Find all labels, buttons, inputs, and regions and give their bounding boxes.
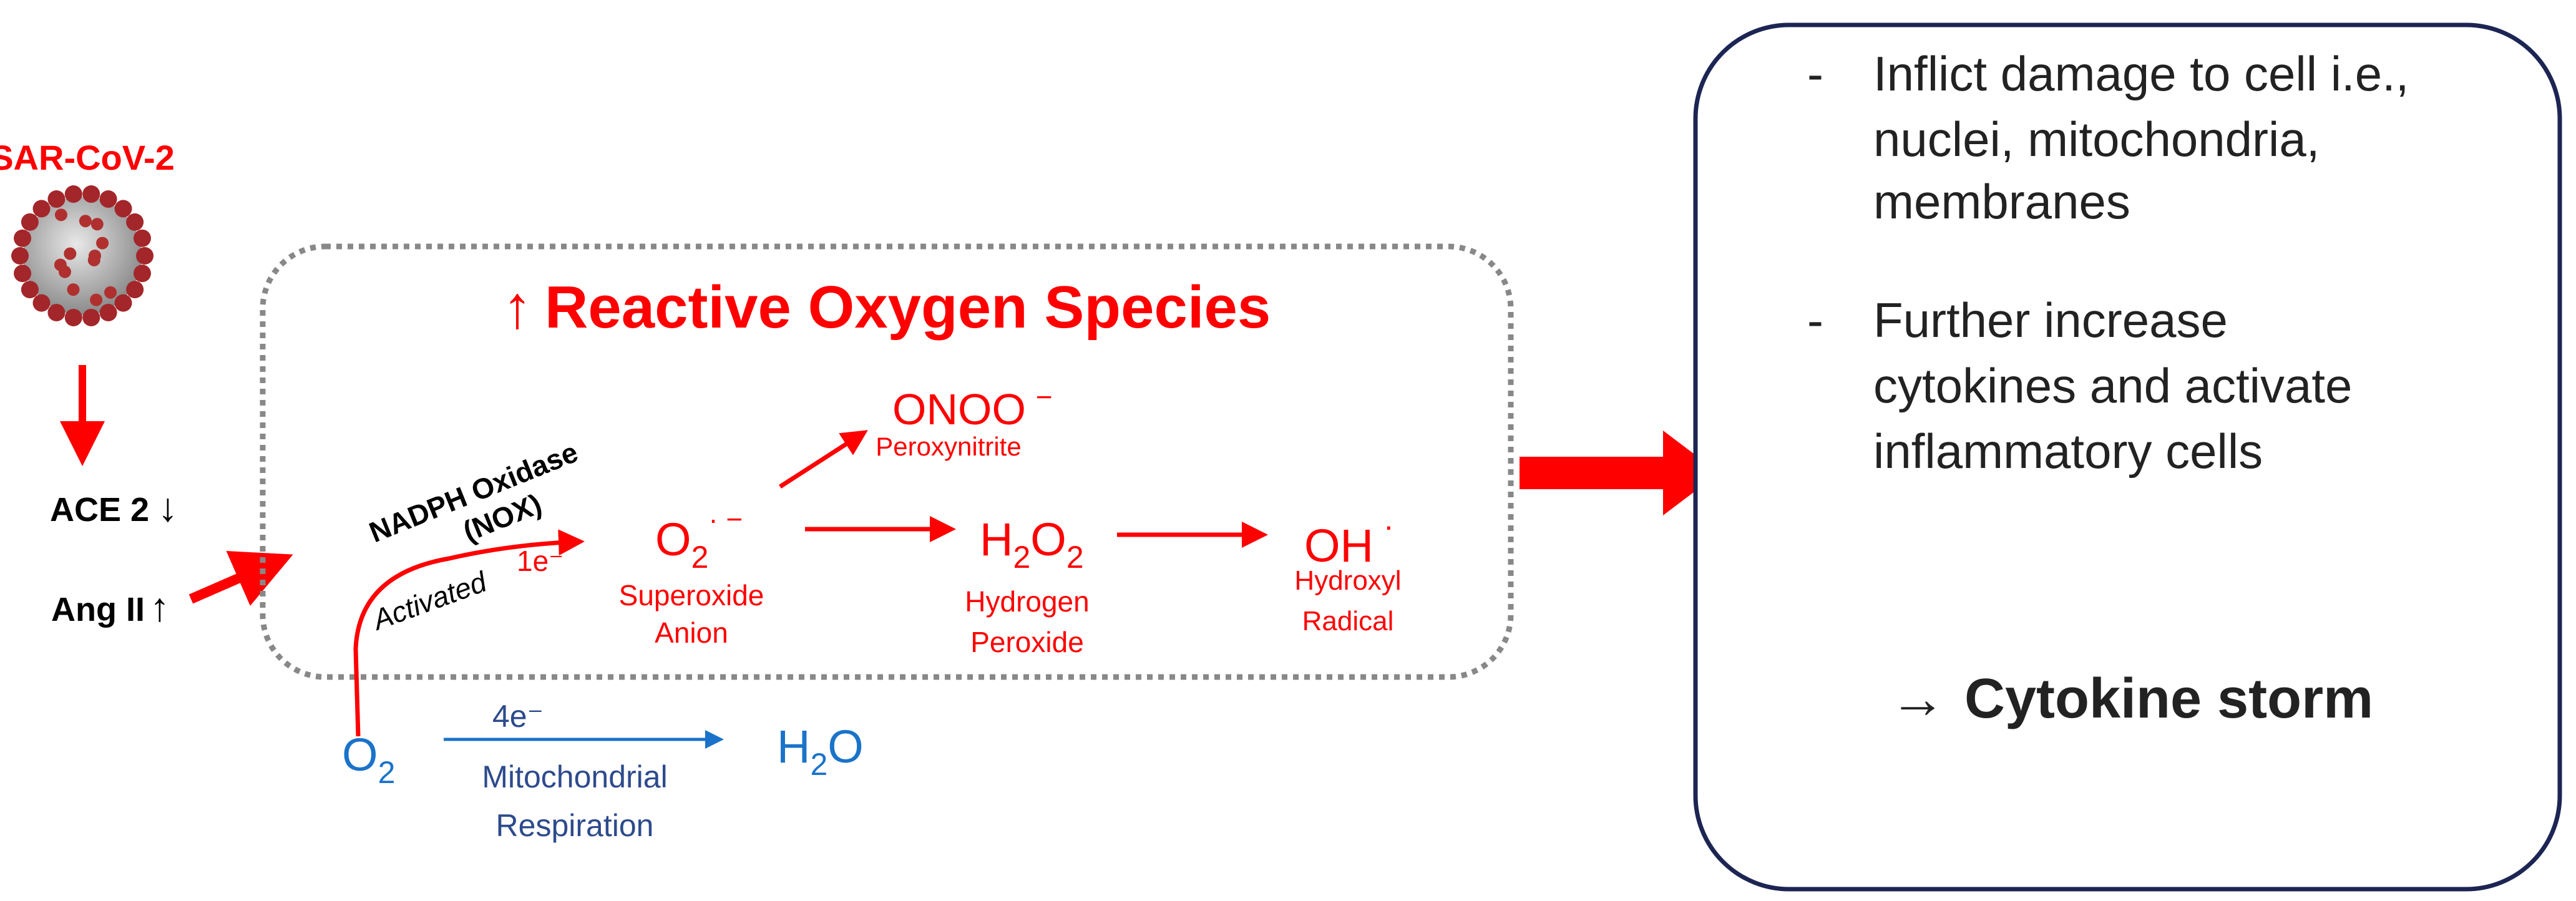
virus-spike	[136, 247, 154, 265]
svg-text:cytokines and activate: cytokines and activate	[1873, 358, 2352, 413]
virus-spike	[64, 308, 82, 326]
virus-spike	[54, 208, 67, 222]
virus-spike	[64, 185, 82, 203]
virus-spike	[47, 190, 66, 208]
virus-spike	[79, 215, 92, 228]
virus-spike	[126, 281, 144, 299]
virus-spike	[21, 213, 39, 231]
big-right-arrow	[1520, 431, 1719, 515]
superoxide-formula: O2· −	[655, 503, 743, 575]
activated-label: Activated	[367, 565, 492, 636]
virus-spike	[104, 286, 117, 299]
virus-spike	[67, 283, 80, 296]
svg-text:-: -	[1807, 46, 1823, 101]
virus-spike	[32, 200, 51, 218]
respiration-label: Mitochondrial	[482, 759, 667, 794]
peroxynitrite-formula: ONOO−	[892, 381, 1053, 434]
virus-spike	[96, 236, 109, 250]
virus-spike	[90, 218, 104, 231]
peroxide-name: Hydrogen	[965, 585, 1089, 618]
virus-spike	[133, 265, 151, 283]
one-electron-label: 1e⁻	[517, 545, 564, 577]
peroxide-formula: H2O2	[980, 514, 1084, 575]
effects-bullet-1: - Inflict damage to cell i.e., nuclei, m…	[1807, 46, 2409, 229]
virus-spike	[87, 253, 100, 266]
virus-spike	[11, 247, 29, 265]
virus-spike	[21, 281, 39, 299]
virus-spike	[54, 258, 67, 271]
coronavirus-icon	[11, 185, 154, 326]
hydroxyl-name-2: Radical	[1302, 606, 1394, 636]
superoxide-to-peroxynitrite-arrow	[779, 430, 868, 489]
hydroxyl-formula: OH·	[1304, 509, 1394, 572]
ros-box	[260, 243, 1514, 680]
peroxide-name-2: Peroxide	[970, 626, 1084, 658]
svg-text:Inflict damage to cell i.e.,: Inflict damage to cell i.e.,	[1873, 46, 2409, 101]
ros-title: ↑Reactive Oxygen Species	[502, 274, 1271, 341]
svg-text:-: -	[1807, 293, 1823, 348]
virus-spike	[82, 185, 100, 203]
four-electron-label: 4e⁻	[492, 699, 544, 734]
water-formula: H2O	[777, 721, 864, 782]
effects-bullet-2: - Further increase cytokines and activat…	[1807, 293, 2352, 479]
virus-spike	[99, 303, 117, 321]
virus-label: SAR-CoV-2	[0, 138, 175, 177]
virus-spike	[90, 293, 103, 306]
hydroxyl-name: Hydroxyl	[1294, 565, 1401, 596]
virus-spike	[64, 247, 77, 260]
svg-text:nuclei, mitochondria,: nuclei, mitochondria,	[1873, 112, 2320, 167]
virus-spike	[99, 190, 117, 208]
effects-box	[1693, 22, 2562, 892]
virus-spike	[47, 303, 66, 321]
ace2-label: ACE 2↓	[50, 485, 178, 530]
virus-spike	[82, 308, 100, 326]
virus-spike	[114, 294, 132, 312]
oxygen-formula: O2	[342, 729, 395, 790]
peroxynitrite-name: Peroxynitrite	[876, 432, 1021, 461]
virus-spike	[126, 213, 144, 231]
svg-text:membranes: membranes	[1873, 174, 2130, 229]
nox-activation-arrow	[353, 529, 585, 737]
svg-text:inflammatory cells: inflammatory cells	[1873, 424, 2263, 479]
virus-spike	[133, 229, 151, 247]
superoxide-name-2: Anion	[655, 616, 728, 649]
virus-spike	[32, 294, 51, 312]
angii-to-nox-arrow	[188, 550, 293, 606]
svg-text:Further increase: Further increase	[1873, 293, 2228, 348]
respiration-label-2: Respiration	[496, 808, 654, 843]
virus-spike	[14, 265, 32, 283]
angii-label: Ang II↑	[51, 585, 170, 630]
superoxide-name: Superoxide	[619, 579, 764, 611]
virus-spike	[114, 200, 132, 218]
virus-spike	[14, 229, 32, 247]
cytokine-storm-conclusion: →Cytokine storm	[1890, 668, 2373, 730]
